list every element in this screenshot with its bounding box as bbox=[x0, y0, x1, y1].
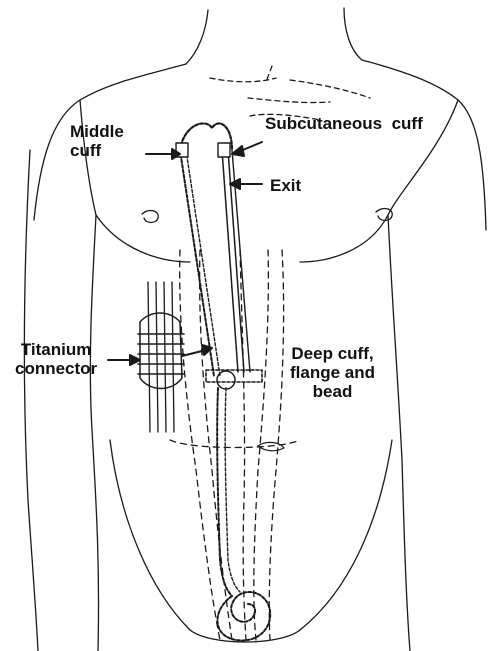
label-deep-cuff-line1: Deep cuff, bbox=[290, 344, 375, 363]
pec-right bbox=[300, 215, 388, 262]
label-middle-cuff-line1: Middle bbox=[70, 122, 124, 141]
label-deep-cuff-line2: flange and bbox=[290, 363, 375, 382]
label-subcutaneous-cuff-text: Subcutaneous cuff bbox=[265, 114, 423, 133]
catheter-outer-left-inner bbox=[186, 150, 220, 376]
catheter-coil bbox=[217, 592, 270, 640]
arrow-subcutaneous-cuff bbox=[232, 142, 262, 156]
label-subcutaneous-cuff: Subcutaneous cuff bbox=[265, 114, 423, 133]
flank-left bbox=[110, 440, 190, 630]
pointer-arrows bbox=[108, 142, 262, 365]
arrow-middle-cuff bbox=[146, 149, 180, 159]
nipple-left bbox=[142, 211, 158, 223]
nipples bbox=[142, 209, 392, 223]
torso-outline bbox=[24, 8, 486, 651]
label-titanium-connector: Titanium connector bbox=[15, 340, 97, 378]
label-titanium-connector-line2: connector bbox=[15, 359, 97, 378]
titanium-connector-body bbox=[140, 313, 182, 389]
arm-left-inner bbox=[90, 215, 98, 651]
catheter bbox=[176, 123, 270, 640]
arrow-titanium-connector bbox=[108, 355, 140, 365]
label-deep-cuff-line3: bead bbox=[290, 382, 375, 401]
flank-right bbox=[300, 440, 392, 630]
pec-left bbox=[96, 215, 190, 262]
label-middle-cuff-line2: cuff bbox=[70, 141, 124, 160]
catheter-descending-b bbox=[225, 388, 240, 592]
catheter-outer-left bbox=[180, 150, 214, 376]
subcutaneous-cuff bbox=[218, 143, 230, 157]
neck-right bbox=[344, 8, 362, 60]
label-deep-cuff: Deep cuff, flange and bead bbox=[290, 344, 375, 401]
label-exit-text: Exit bbox=[270, 176, 301, 195]
arm-left bbox=[24, 150, 38, 651]
vessel-and-connector bbox=[138, 282, 184, 432]
label-middle-cuff: Middle cuff bbox=[70, 122, 124, 160]
arm-right-inner bbox=[388, 215, 410, 651]
arrow-connector-catheter bbox=[182, 345, 212, 356]
clavicles bbox=[210, 66, 370, 120]
shoulder-right bbox=[362, 60, 486, 230]
deep-cuff-bead bbox=[217, 371, 235, 389]
label-titanium-connector-line1: Titanium bbox=[15, 340, 97, 359]
nipple-right bbox=[376, 209, 392, 221]
arrow-exit bbox=[230, 179, 262, 189]
neck-left bbox=[186, 10, 208, 64]
label-exit: Exit bbox=[270, 176, 301, 195]
